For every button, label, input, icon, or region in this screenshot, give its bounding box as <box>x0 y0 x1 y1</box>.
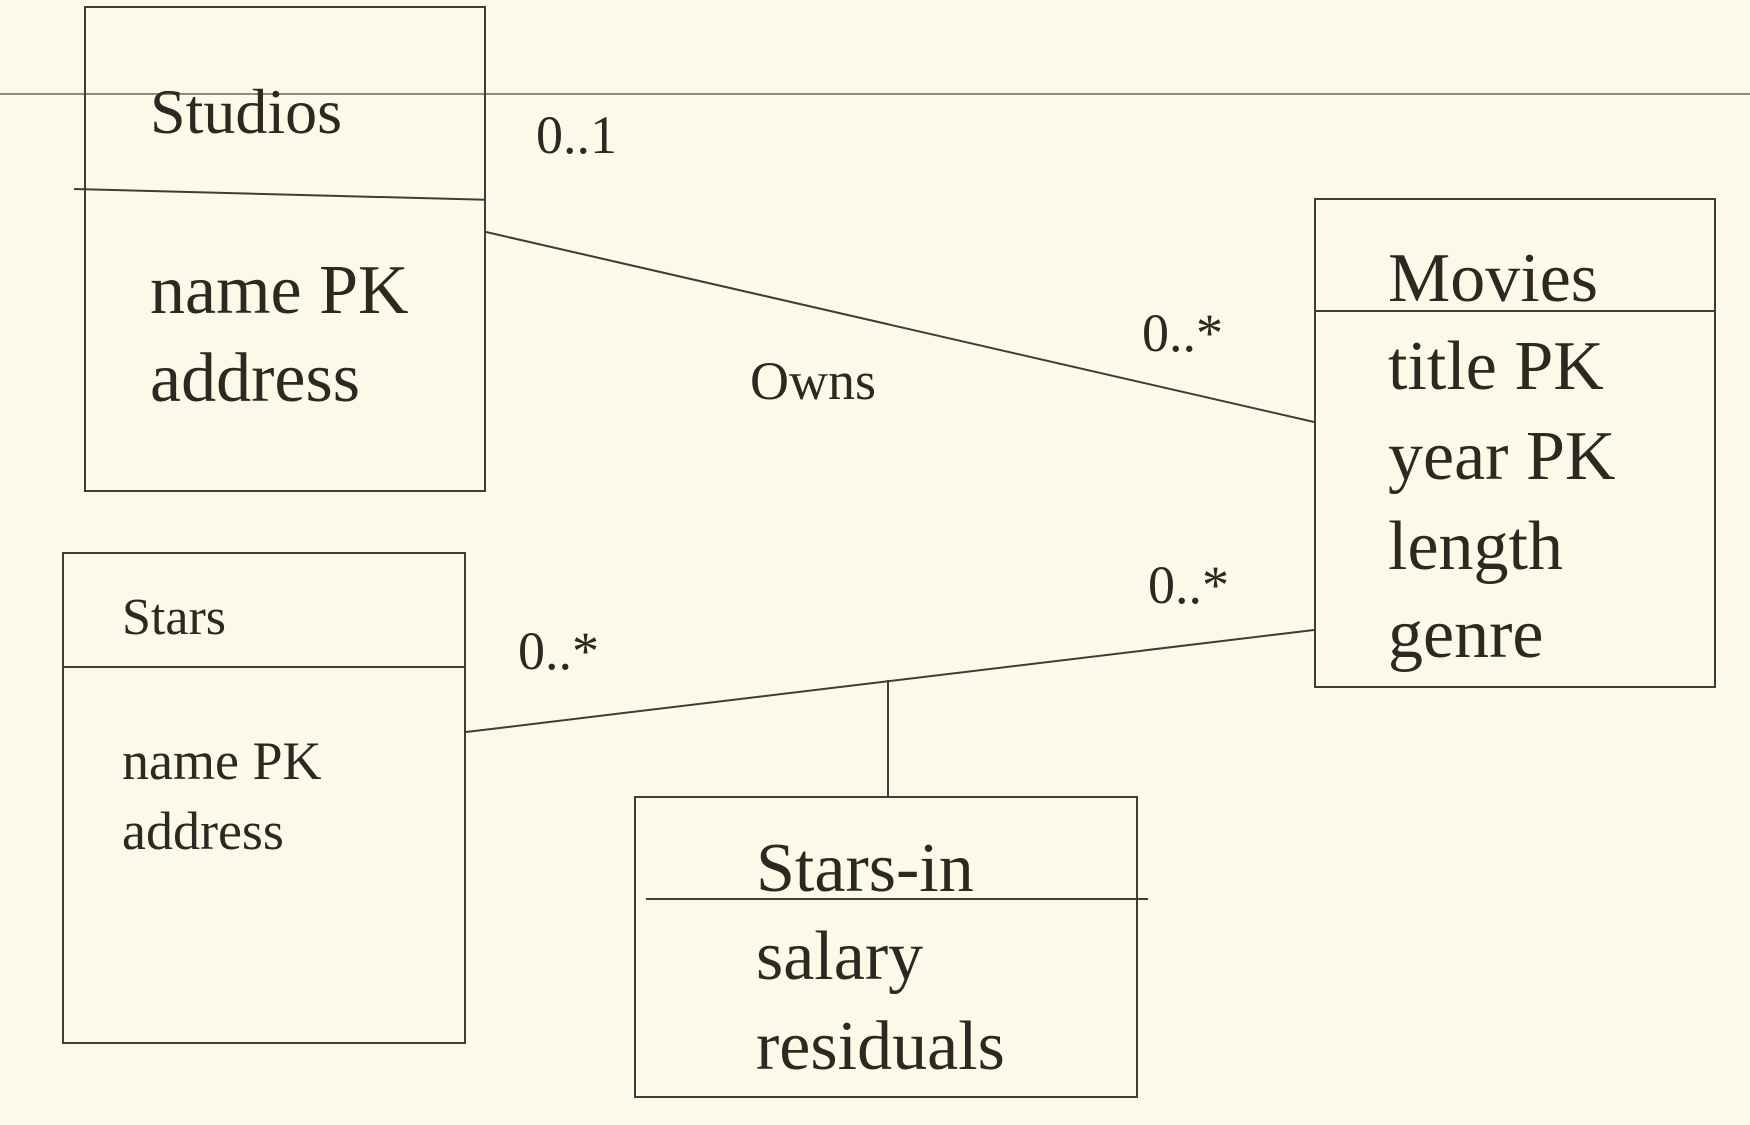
class-divider <box>1316 310 1714 312</box>
class-name-stars: Stars <box>122 589 226 646</box>
owns-association-line <box>485 231 1315 423</box>
stars-class-box: Stars name PK address <box>62 552 466 1044</box>
multiplicity-studios-owns: 0..1 <box>536 105 617 165</box>
attribute-salary: salary <box>756 918 924 995</box>
class-name-movies: Movies <box>1388 240 1598 317</box>
multiplicity-movies-stars-in: 0..* <box>1148 555 1229 615</box>
multiplicity-movies-owns: 0..* <box>1142 303 1223 363</box>
movies-class-box: Movies title PK year PK length genre <box>1314 198 1716 688</box>
stars-in-association-line <box>465 629 1315 733</box>
attribute-genre: genre <box>1388 596 1544 673</box>
attribute-length: length <box>1388 508 1563 585</box>
attribute-title: title PK <box>1388 328 1604 405</box>
class-name-stars-in: Stars-in <box>756 830 974 907</box>
stars-in-class-box: Stars-in salary residuals <box>634 796 1148 1098</box>
class-divider <box>646 898 1148 900</box>
class-divider <box>64 666 464 668</box>
attribute-address: address <box>150 340 360 417</box>
attribute-year: year PK <box>1388 418 1616 495</box>
studios-class-box: Studios name PK address <box>73 6 486 492</box>
attribute-name: name PK <box>150 252 409 329</box>
class-name-studios: Studios <box>150 76 343 147</box>
association-name-owns: Owns <box>750 351 877 411</box>
multiplicity-stars-stars-in: 0..* <box>518 621 599 681</box>
attribute-address: address <box>122 801 284 861</box>
attribute-name: name PK <box>122 731 322 791</box>
attribute-residuals: residuals <box>756 1008 1005 1085</box>
class-divider <box>73 188 486 201</box>
